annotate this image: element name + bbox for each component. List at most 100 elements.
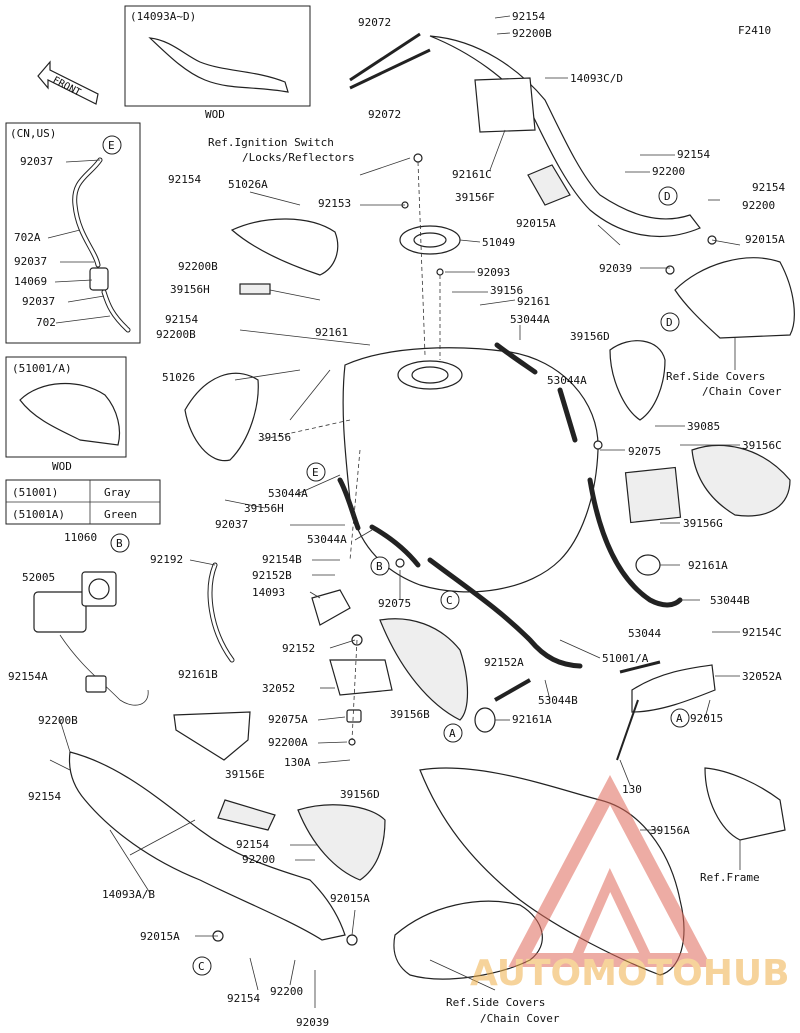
callout-label: 39156G: [683, 517, 723, 530]
leader-lines: [49, 15, 741, 1008]
bracket-14093-shape: [311, 589, 351, 626]
color-table-part: (51001A): [12, 508, 65, 521]
callout-label: 92192: [150, 553, 183, 566]
bracket-shape: [474, 77, 536, 133]
marker-label: B: [116, 537, 123, 550]
callout-label: 92152: [282, 642, 315, 655]
callout-label: Ref.Frame: [700, 871, 760, 884]
inset-14093a-d: (14093A~D) WOD: [124, 5, 311, 121]
callout-labels: 92154 92200B 92072 92072 14093C/D Ref.Ig…: [8, 10, 785, 1029]
callout-label: 92154: [752, 181, 785, 194]
callout-label: 14069: [14, 275, 47, 288]
callout-label: 53044B: [538, 694, 578, 707]
callout-label: 92037: [20, 155, 53, 168]
callout-label: 92200B: [38, 714, 78, 727]
callout-label: 92161: [315, 326, 348, 339]
pad-shape: [527, 164, 571, 206]
inset-footer: WOD: [205, 108, 225, 121]
callout-label: 51049: [482, 236, 515, 249]
callout-label: 92015A: [140, 930, 180, 943]
callout-label: 92072: [368, 108, 401, 121]
watermark-logo: AUTOMOTOHUB: [470, 775, 790, 994]
callout-label: 92075: [628, 445, 661, 458]
front-arrow-icon: FRONT: [37, 60, 99, 105]
pad-39156e-shape: [217, 799, 276, 831]
callout-label: 39156F: [455, 191, 495, 204]
marker-label: A: [676, 712, 683, 725]
marker-label: C: [198, 960, 205, 973]
callout-label: 14093C/D: [570, 72, 623, 85]
cover-14093a-shape: [68, 751, 346, 941]
callout-label: 92200: [242, 853, 275, 866]
callout-label: 92154: [28, 790, 61, 803]
inset-title: (51001/A): [12, 362, 72, 375]
callout-label: 92154: [512, 10, 545, 23]
pad-39156g-shape: [624, 466, 682, 524]
callout-label: 92072: [358, 16, 391, 29]
side-cover-right-shape: [674, 257, 795, 339]
callout-label: 92161B: [178, 668, 218, 681]
callout-label: 39156H: [244, 502, 284, 515]
callout-label: 702A: [14, 231, 41, 244]
callout-label: 92075: [378, 597, 411, 610]
pad-39156c-shape: [691, 444, 791, 517]
tank-cover-shape: [19, 383, 121, 446]
callout-label: 53044B: [710, 594, 750, 607]
callout-label: Ref.Side Covers: [666, 370, 765, 383]
cover-39085-shape: [609, 340, 666, 421]
callout-label: 51026: [162, 371, 195, 384]
cover-14093c-shape: [429, 35, 701, 238]
callout-label: 53044A: [547, 374, 587, 387]
inset-footer: WOD: [52, 460, 72, 473]
callout-label: 130: [622, 783, 642, 796]
callout-label: 92154A: [8, 670, 48, 683]
assembly-lines: [259, 161, 441, 741]
callout-label: 39085: [687, 420, 720, 433]
marker-label: A: [449, 727, 456, 740]
callout-label: 92153: [318, 197, 351, 210]
callout-label: 92154: [677, 148, 710, 161]
callout-label: 92200: [270, 985, 303, 998]
bracket-32052a-shape: [631, 664, 716, 713]
callout-label: 92015A: [516, 217, 556, 230]
callout-label: 11060: [64, 531, 97, 544]
callout-label: 52005: [22, 571, 55, 584]
callout-label: 92200B: [156, 328, 196, 341]
callout-label: /Chain Cover: [480, 1012, 560, 1025]
callout-label: 39156D: [570, 330, 610, 343]
color-table-color: Gray: [104, 486, 131, 499]
marker-label: D: [666, 316, 673, 329]
color-table: (51001) Gray (51001A) Green: [5, 479, 161, 525]
color-table-part: (51001): [12, 486, 58, 499]
frame-shape: [704, 767, 786, 841]
callout-label: 39156E: [225, 768, 265, 781]
callout-label: 92152A: [484, 656, 524, 669]
callout-label: 39156H: [170, 283, 210, 296]
callout-label: 53044: [628, 627, 661, 640]
callout-label: 39156: [258, 431, 291, 444]
callout-label: 92093: [477, 266, 510, 279]
cover-51026a-shape: [230, 218, 339, 276]
marker-label: D: [664, 190, 671, 203]
callout-label: 92039: [599, 262, 632, 275]
reference-markers: E D D E B B C A A C: [102, 135, 690, 976]
callout-label: 14093A/B: [102, 888, 155, 901]
callout-label: 92161A: [688, 559, 728, 572]
pad-39156h-shape: [239, 283, 271, 295]
callout-label: 53044A: [510, 313, 550, 326]
callout-label: 702: [36, 316, 56, 329]
callout-label: 92037: [14, 255, 47, 268]
callout-label: 92200B: [512, 27, 552, 40]
callout-label: /Locks/Reflectors: [242, 151, 355, 164]
callout-label: 92154C: [742, 626, 782, 639]
inset-title: (CN,US): [10, 127, 56, 140]
part-shapes: [33, 32, 795, 980]
callout-label: 92200B: [178, 260, 218, 273]
callout-label: 39156D: [340, 788, 380, 801]
callout-label: 51026A: [228, 178, 268, 191]
callout-label: 39156A: [650, 824, 690, 837]
callout-label: 92075A: [268, 713, 308, 726]
cover-strip-shape: [148, 37, 289, 93]
callout-label: 92161C: [452, 168, 492, 181]
